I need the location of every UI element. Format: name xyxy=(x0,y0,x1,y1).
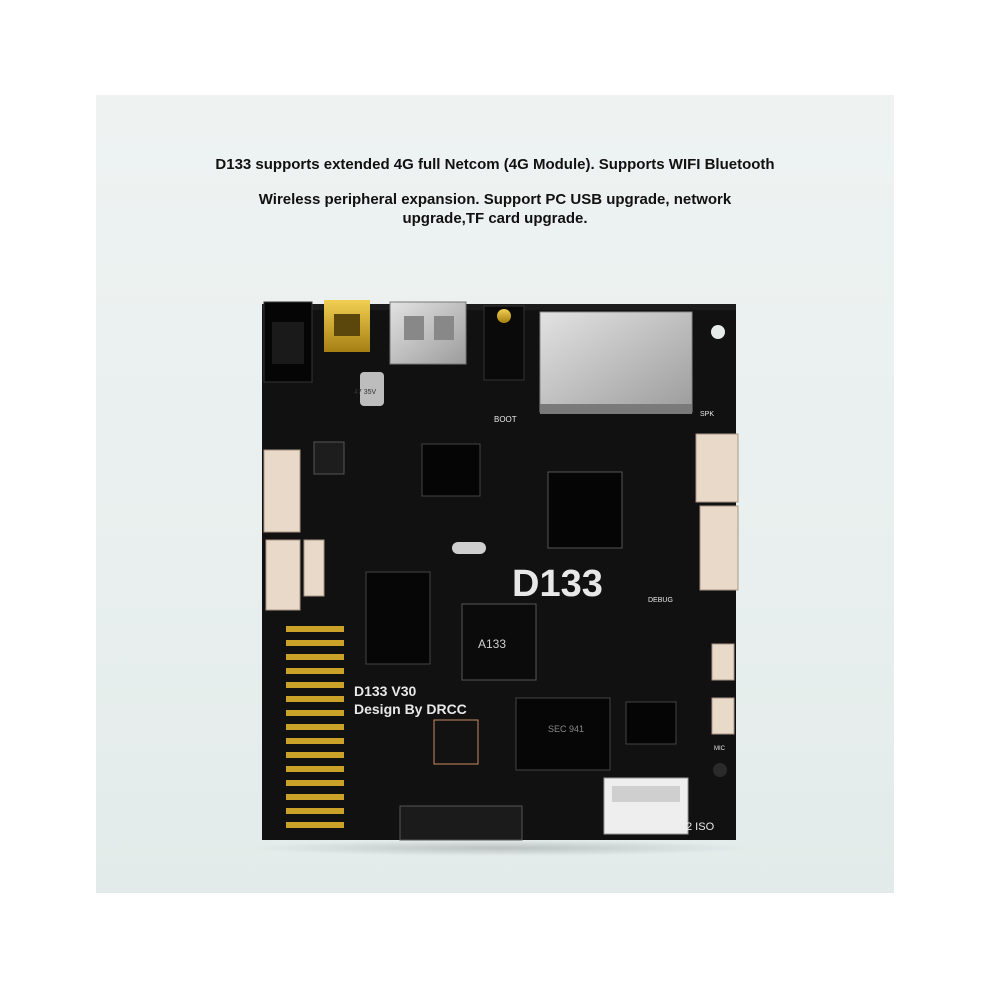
ic-chip xyxy=(433,719,479,765)
capacitor xyxy=(360,372,384,406)
chip-mark: A133 xyxy=(478,637,506,651)
crystal xyxy=(452,542,486,554)
caption-line-2b: upgrade,TF card upgrade. xyxy=(402,210,588,227)
fpc-connector xyxy=(399,805,523,841)
mem-mark: SEC 941 xyxy=(548,724,584,734)
spk-mark: SPK xyxy=(700,411,714,418)
caption-line-1: D133 supports extended 4G full Netcom (4… xyxy=(215,156,775,173)
ic-chip xyxy=(625,701,677,745)
inductor xyxy=(313,441,345,475)
caption-line-2a: Wireless peripheral expansion. Support P… xyxy=(258,191,732,208)
caption-line-2: Wireless peripheral expansion. Support P… xyxy=(0,190,990,228)
usb-a-port xyxy=(389,301,467,365)
tf-card-slot xyxy=(539,311,693,413)
side-connector xyxy=(695,433,739,503)
iso-mark: 2 ISO xyxy=(686,821,715,833)
ram-chip xyxy=(365,571,431,665)
side-connector xyxy=(263,449,301,533)
version-mark: D133 V30 xyxy=(354,683,416,699)
side-connector xyxy=(699,505,739,591)
side-connector xyxy=(265,539,301,611)
debug-mark: DEBUG xyxy=(648,597,673,604)
designer-mark: Design By DRCC xyxy=(354,701,467,717)
soc-chip xyxy=(461,603,537,681)
side-connector xyxy=(711,697,735,735)
model-mark: D133 xyxy=(512,563,603,605)
d133-board-photo: D133 D133 V30 Design By DRCC A133 BOOT 4… xyxy=(262,292,740,842)
flash-chip xyxy=(515,697,611,771)
mic-mark: MIC xyxy=(714,746,726,752)
cap-mark: 47 35V xyxy=(354,389,377,396)
mount-hole-icon xyxy=(711,325,725,339)
boot-mark: BOOT xyxy=(494,415,517,424)
side-connector xyxy=(711,643,735,681)
chip xyxy=(421,443,481,497)
board-shadow xyxy=(250,840,750,856)
gpio-pin-header xyxy=(286,626,344,828)
mount-hole-icon xyxy=(713,763,727,777)
chip xyxy=(547,471,623,549)
side-connector xyxy=(303,539,325,597)
